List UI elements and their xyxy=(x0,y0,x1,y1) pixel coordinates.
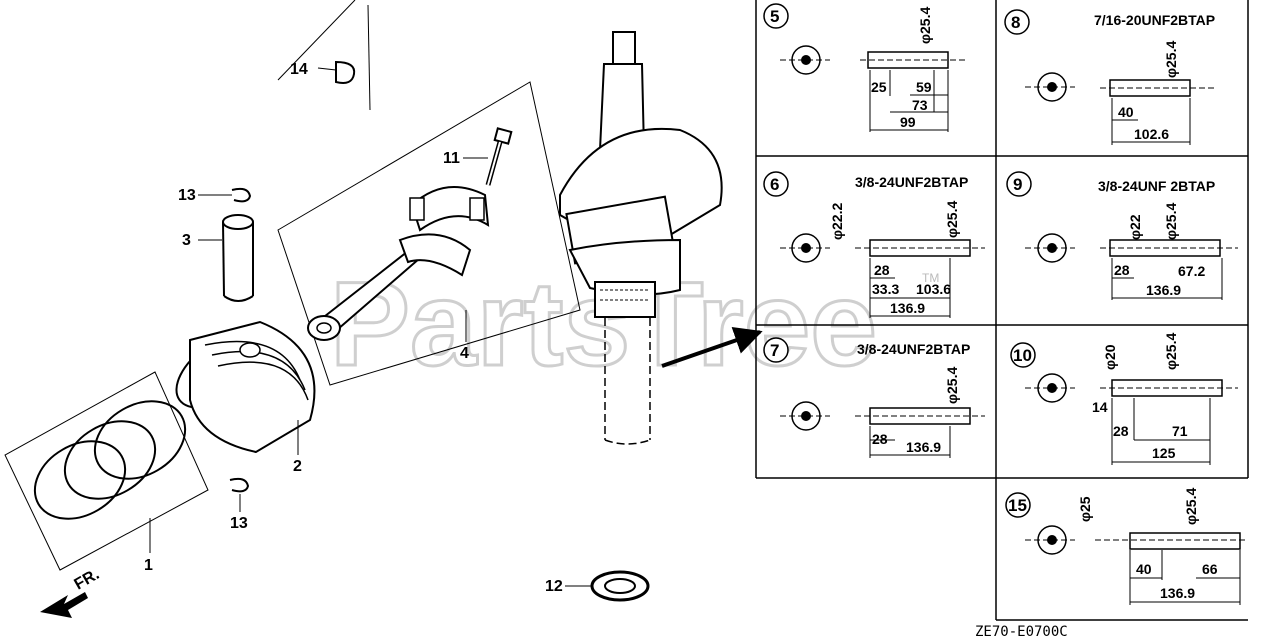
callout-13-top: 13 xyxy=(178,187,196,204)
variant-7[interactable]: 7 3/8-24UNF2BTAP φ25.4 28 136.9 xyxy=(763,337,985,458)
variant-15-dim-66: 66 xyxy=(1202,561,1218,577)
variant-6-dim-103-6: 103.6 xyxy=(916,281,951,297)
variant-10[interactable]: 10 φ20 φ25.4 14 28 71 125 xyxy=(1010,333,1238,465)
variant-5-dim-diameter: φ25.4 xyxy=(917,7,933,44)
callout-14: 14 xyxy=(290,61,308,78)
variant-6-dim-33-3: 33.3 xyxy=(872,281,899,297)
variant-7-thread: 3/8-24UNF2BTAP xyxy=(857,341,970,357)
variant-10-dim-71: 71 xyxy=(1172,423,1188,439)
variant-6-thread: 3/8-24UNF2BTAP xyxy=(855,174,968,190)
variant-8-number: 8 xyxy=(1011,13,1020,32)
variant-7-dim-25-4: φ25.4 xyxy=(944,367,960,404)
piston-part-2[interactable] xyxy=(163,317,316,454)
variant-5[interactable]: 5 φ25.4 25 59 73 99 xyxy=(763,3,965,132)
variant-8-dim-40: 40 xyxy=(1118,104,1134,120)
variant-9-dim-67-2: 67.2 xyxy=(1178,263,1205,279)
variant-15-dim-25-4: φ25.4 xyxy=(1183,488,1199,525)
variant-9[interactable]: 9 3/8-24UNF 2BTAP φ22 φ25.4 28 67.2 136.… xyxy=(1006,171,1238,300)
variant-9-dim-28: 28 xyxy=(1114,262,1130,278)
variant-6[interactable]: 6 3/8-24UNF2BTAP φ22.2 φ25.4 28 33.3 103… xyxy=(763,171,985,318)
variant-grid xyxy=(755,0,1249,621)
variant-6-dim-136-9: 136.9 xyxy=(890,300,925,316)
variant-10-dim-125: 125 xyxy=(1152,445,1176,461)
callout-2: 2 xyxy=(293,458,302,475)
variant-8-dim-diameter: φ25.4 xyxy=(1163,41,1179,78)
front-arrow-icon xyxy=(40,592,88,618)
key-part-14[interactable] xyxy=(277,0,371,111)
variant-5-dim-99: 99 xyxy=(900,114,916,130)
variant-7-number: 7 xyxy=(770,341,779,360)
variant-5-dim-73: 73 xyxy=(912,97,928,113)
variant-10-number: 10 xyxy=(1013,346,1032,365)
variant-6-dim-25-4: φ25.4 xyxy=(944,201,960,238)
variant-6-dim-22-2: φ22.2 xyxy=(829,203,845,240)
variant-7-dim-136-9: 136.9 xyxy=(906,439,941,455)
clip-part-13-bottom[interactable] xyxy=(229,477,250,493)
variant-8-dim-102-6: 102.6 xyxy=(1134,126,1169,142)
connecting-rod-part-4[interactable] xyxy=(277,81,581,386)
diagram-code: ZE70-E0700C xyxy=(975,624,1068,639)
variant-10-dim-20: φ20 xyxy=(1102,344,1118,370)
variant-9-dim-22: φ22 xyxy=(1127,214,1143,240)
variant-9-thread: 3/8-24UNF 2BTAP xyxy=(1098,178,1215,194)
variant-10-dim-28: 28 xyxy=(1113,423,1129,439)
variant-10-dim-25-4: φ25.4 xyxy=(1163,333,1179,370)
variant-9-number: 9 xyxy=(1013,175,1022,194)
variant-5-number: 5 xyxy=(770,7,779,26)
callout-3: 3 xyxy=(182,232,191,249)
variant-6-dim-28: 28 xyxy=(874,262,890,278)
callout-4: 4 xyxy=(460,345,469,362)
variant-10-dim-14: 14 xyxy=(1092,399,1108,415)
callout-13-bottom: 13 xyxy=(230,515,248,532)
variant-5-dim-25: 25 xyxy=(871,79,887,95)
callout-11: 11 xyxy=(443,150,460,167)
variant-15-number: 15 xyxy=(1008,496,1027,515)
variant-7-dim-28: 28 xyxy=(872,431,888,447)
variant-8-thread: 7/16-20UNF2BTAP xyxy=(1094,12,1215,28)
variant-15-dim-25: φ25 xyxy=(1077,496,1093,522)
piston-pin-part-3[interactable] xyxy=(222,214,254,302)
variant-15-dim-40: 40 xyxy=(1136,561,1152,577)
bolt-part-11[interactable] xyxy=(485,127,513,186)
callout-1: 1 xyxy=(144,557,153,574)
variant-15[interactable]: 15 φ25 φ25.4 40 66 136.9 xyxy=(1005,488,1248,605)
variant-8[interactable]: 8 7/16-20UNF2BTAP φ25.4 40 102.6 xyxy=(1004,9,1215,145)
variant-5-dim-59: 59 xyxy=(916,79,932,95)
crankshaft[interactable] xyxy=(559,31,723,445)
clip-part-13-top[interactable] xyxy=(231,187,252,203)
piston-rings-part-1[interactable] xyxy=(4,371,209,571)
callout-12: 12 xyxy=(545,578,563,595)
variant-9-dim-25-4: φ25.4 xyxy=(1163,203,1179,240)
washer-part-12[interactable] xyxy=(590,570,650,602)
variant-6-number: 6 xyxy=(770,175,779,194)
front-label: FR. xyxy=(72,566,103,594)
variant-9-dim-136-9: 136.9 xyxy=(1146,282,1181,298)
watermark-tm: TM xyxy=(922,271,939,285)
variant-15-dim-136-9: 136.9 xyxy=(1160,585,1195,601)
